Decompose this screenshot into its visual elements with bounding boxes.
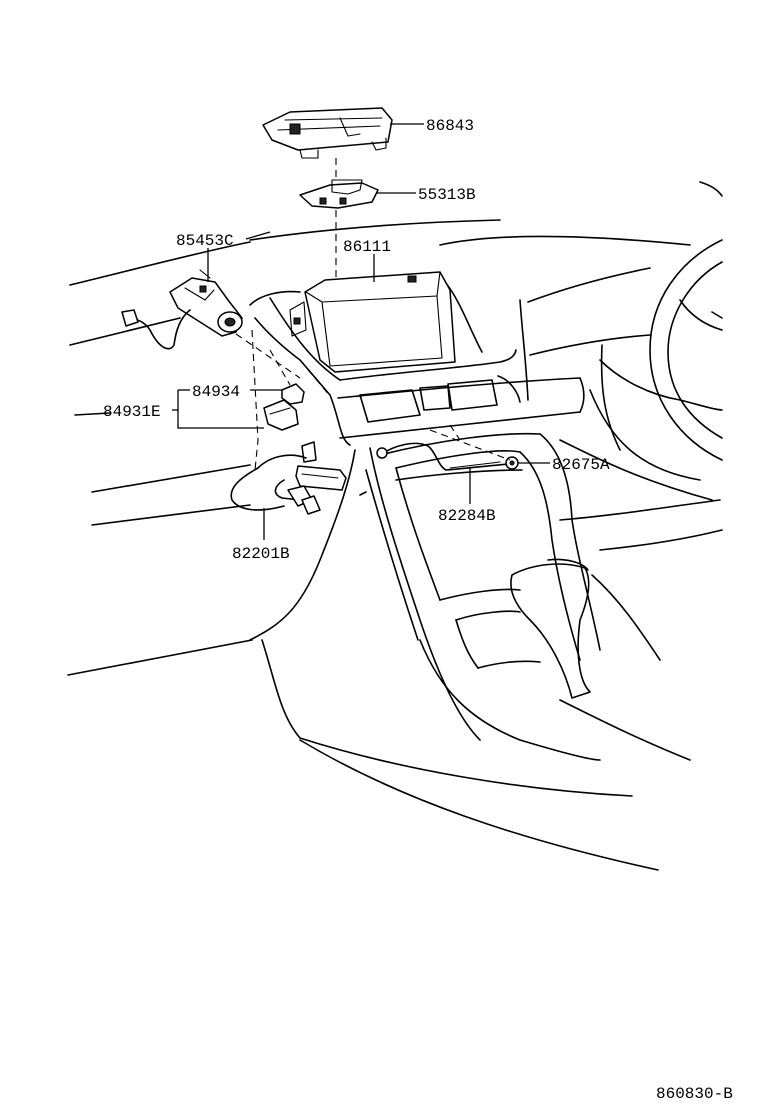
label-82284B: 82284B: [438, 507, 496, 525]
assembly-lines: [235, 158, 511, 471]
part-labels: 86843 55313B 85453C 86111 84934 84931E 8…: [103, 117, 733, 1103]
part-84934-knob: [281, 383, 305, 405]
label-55313B: 55313B: [418, 186, 476, 204]
steering-wheel: [589, 239, 723, 481]
label-85453C: 85453C: [176, 232, 234, 250]
label-82675A: 82675A: [552, 456, 610, 474]
center-console: [365, 432, 601, 761]
label-86111: 86111: [343, 238, 391, 256]
center-stack: [249, 281, 585, 446]
part-82284B-harness: [379, 442, 511, 471]
part-84931E-switch: [263, 399, 299, 431]
figure-code: 860830-B: [656, 1085, 733, 1103]
label-84934: 84934: [192, 383, 240, 401]
label-84931E: 84931E: [103, 403, 161, 421]
leader-lines: [172, 123, 550, 540]
dashboard-outline: [67, 181, 723, 871]
label-86843: 86843: [426, 117, 474, 135]
part-85453C-unit: [121, 269, 243, 350]
part-82201B-harness: [230, 441, 347, 515]
part-55313B-bracket: [299, 179, 379, 209]
part-86843-cover: [262, 107, 393, 159]
label-82201B: 82201B: [232, 545, 290, 563]
part-86111-display: [289, 271, 456, 373]
